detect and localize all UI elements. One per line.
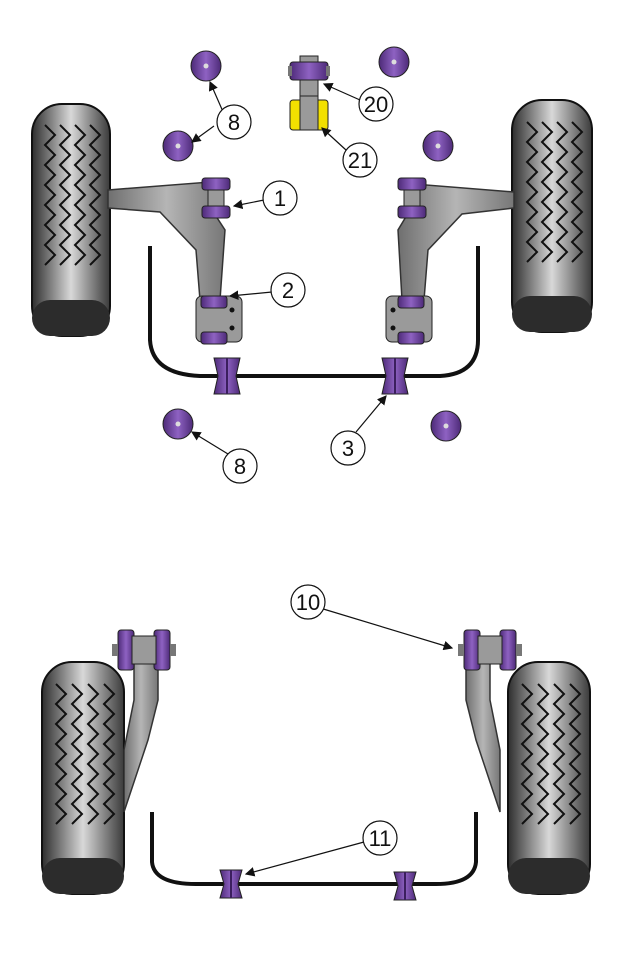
rear-right-bush-10 (458, 629, 522, 671)
callout-8-upper: 8 (191, 80, 252, 143)
callout-11: 11 (244, 820, 398, 877)
front-arb-bush-right (381, 357, 409, 395)
front-right-bush-2 (385, 295, 433, 345)
rear-arb-bush-left (219, 869, 243, 899)
front-arb-bush-left (213, 357, 241, 395)
label-11: 11 (369, 826, 392, 851)
front-right-tyre (511, 99, 593, 333)
front-left-bush-2 (195, 295, 243, 345)
front-left-bush-1 (201, 177, 231, 219)
label-8-upper: 8 (228, 110, 240, 135)
round-bush-top-right (378, 46, 410, 78)
front-suspension: 8 20 21 1 2 3 8 (31, 46, 593, 484)
rear-right-trailing-arm (465, 661, 501, 813)
label-1: 1 (274, 186, 286, 211)
rear-left-trailing-arm (123, 661, 159, 813)
front-anti-roll-bar (148, 246, 480, 378)
rear-suspension: 10 11 (41, 584, 591, 901)
callout-3: 3 (330, 395, 387, 466)
round-bush-mid-left (162, 130, 194, 162)
callout-20: 20 (322, 83, 394, 122)
label-21: 21 (348, 148, 372, 173)
round-bush-low-right (430, 410, 462, 442)
callout-10: 10 (290, 584, 454, 651)
callout-8-lower: 8 (190, 431, 258, 484)
label-20: 20 (364, 92, 388, 117)
rear-arb-bush-right (393, 871, 417, 901)
callout-21: 21 (321, 127, 378, 178)
engine-mount-21 (289, 95, 329, 131)
front-right-bush-1 (397, 177, 427, 219)
label-2: 2 (282, 278, 294, 303)
front-left-wishbone (107, 181, 226, 301)
round-bush-low-left (162, 408, 194, 440)
rear-left-bush-10 (112, 629, 176, 671)
round-bush-top-left (190, 50, 222, 82)
rear-left-tyre (41, 661, 125, 895)
front-left-tyre (31, 103, 111, 337)
callout-2: 2 (228, 272, 306, 308)
label-3: 3 (342, 436, 354, 461)
label-10: 10 (296, 590, 320, 615)
callout-1: 1 (232, 180, 298, 216)
rear-right-tyre (507, 661, 591, 895)
label-8-lower: 8 (234, 454, 246, 479)
rear-anti-roll-bar (150, 812, 478, 886)
round-bush-mid-right (422, 130, 454, 162)
